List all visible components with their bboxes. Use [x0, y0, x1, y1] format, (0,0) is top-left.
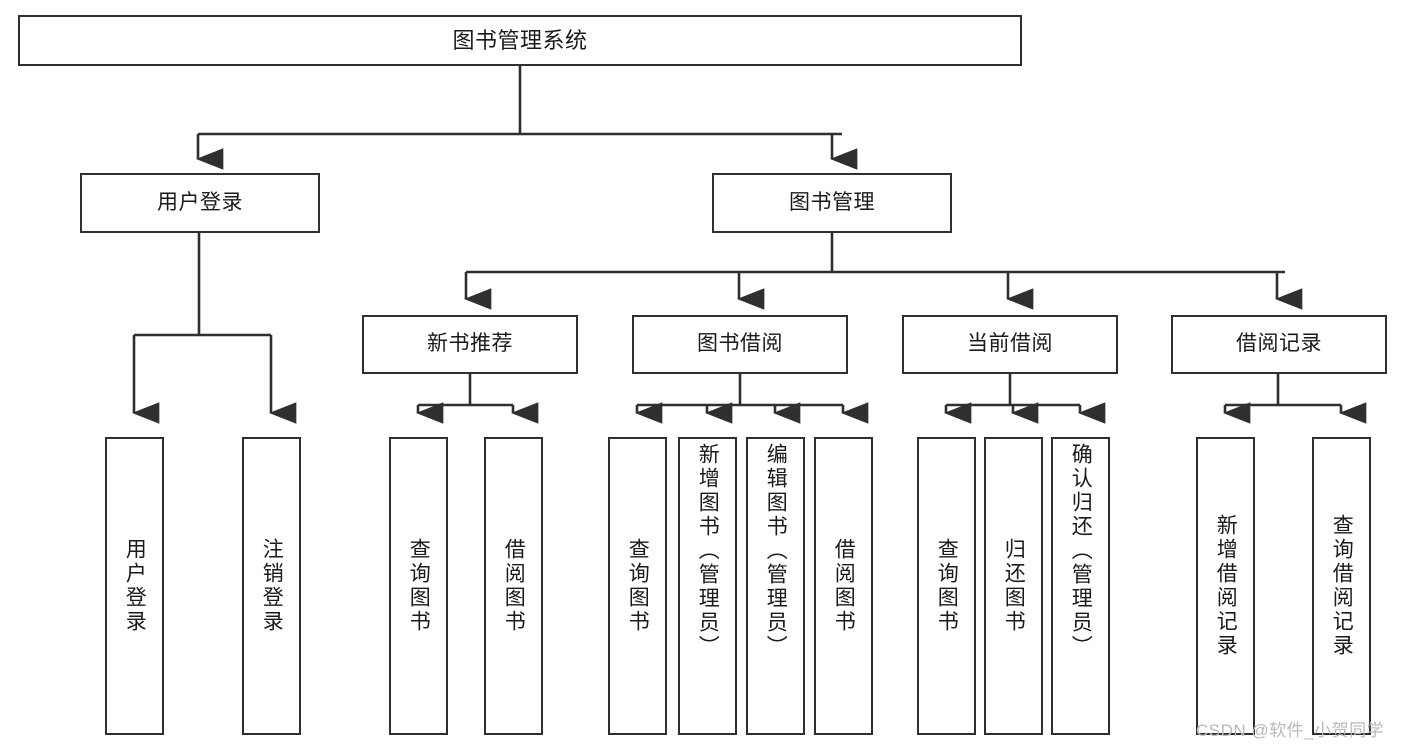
node-borrow-record-label: 借阅记录: [1236, 332, 1322, 356]
leaf-borrow-add-book-label: 新增图书（管理员）: [696, 443, 720, 659]
leaf-record-add-record-label: 新增借阅记录: [1214, 514, 1238, 658]
leaf-borrow-query-book-label: 查询图书: [626, 538, 650, 634]
leaf-user-login-logout[interactable]: 注销登录: [242, 437, 301, 735]
node-book-management[interactable]: 图书管理: [712, 173, 952, 233]
leaf-current-query-book-label: 查询图书: [935, 538, 959, 634]
leaf-borrow-add-book[interactable]: 新增图书（管理员）: [678, 437, 737, 735]
leaf-current-confirm-return-label: 确认归还（管理员）: [1069, 443, 1093, 659]
leaf-recommend-borrow-book[interactable]: 借阅图书: [484, 437, 543, 735]
leaf-borrow-edit-book-label: 编辑图书（管理员）: [764, 443, 788, 659]
leaf-borrow-borrow-book-label: 借阅图书: [832, 538, 856, 634]
node-root-label: 图书管理系统: [452, 27, 588, 53]
leaf-current-confirm-return[interactable]: 确认归还（管理员）: [1051, 437, 1110, 735]
leaf-current-query-book[interactable]: 查询图书: [917, 437, 976, 735]
leaf-recommend-query-book-label: 查询图书: [407, 538, 431, 634]
leaf-record-add-record[interactable]: 新增借阅记录: [1196, 437, 1255, 735]
node-user-login-label: 用户登录: [157, 190, 243, 214]
node-new-book-recommend[interactable]: 新书推荐: [362, 315, 578, 374]
leaf-recommend-query-book[interactable]: 查询图书: [389, 437, 448, 735]
leaf-current-return-book[interactable]: 归还图书: [984, 437, 1043, 735]
node-book-borrow-label: 图书借阅: [697, 332, 783, 356]
leaf-borrow-borrow-book[interactable]: 借阅图书: [814, 437, 873, 735]
node-book-management-label: 图书管理: [789, 190, 875, 214]
node-current-borrow-label: 当前借阅: [967, 332, 1053, 356]
leaf-record-query-record[interactable]: 查询借阅记录: [1312, 437, 1371, 735]
leaf-user-login-login-label: 用户登录: [123, 538, 147, 634]
leaf-current-return-book-label: 归还图书: [1002, 538, 1026, 634]
node-book-borrow[interactable]: 图书借阅: [632, 315, 848, 374]
leaf-borrow-edit-book[interactable]: 编辑图书（管理员）: [746, 437, 805, 735]
leaf-user-login-logout-label: 注销登录: [260, 538, 284, 634]
leaf-user-login-login[interactable]: 用户登录: [105, 437, 164, 735]
leaf-record-query-record-label: 查询借阅记录: [1330, 514, 1354, 658]
leaf-recommend-borrow-book-label: 借阅图书: [502, 538, 526, 634]
node-root[interactable]: 图书管理系统: [18, 15, 1022, 66]
node-current-borrow[interactable]: 当前借阅: [902, 315, 1118, 374]
node-borrow-record[interactable]: 借阅记录: [1171, 315, 1387, 374]
leaf-borrow-query-book[interactable]: 查询图书: [608, 437, 667, 735]
node-new-book-recommend-label: 新书推荐: [427, 332, 513, 356]
watermark: CSDN @软件_小贺同学: [1196, 721, 1385, 740]
node-user-login[interactable]: 用户登录: [80, 173, 320, 233]
